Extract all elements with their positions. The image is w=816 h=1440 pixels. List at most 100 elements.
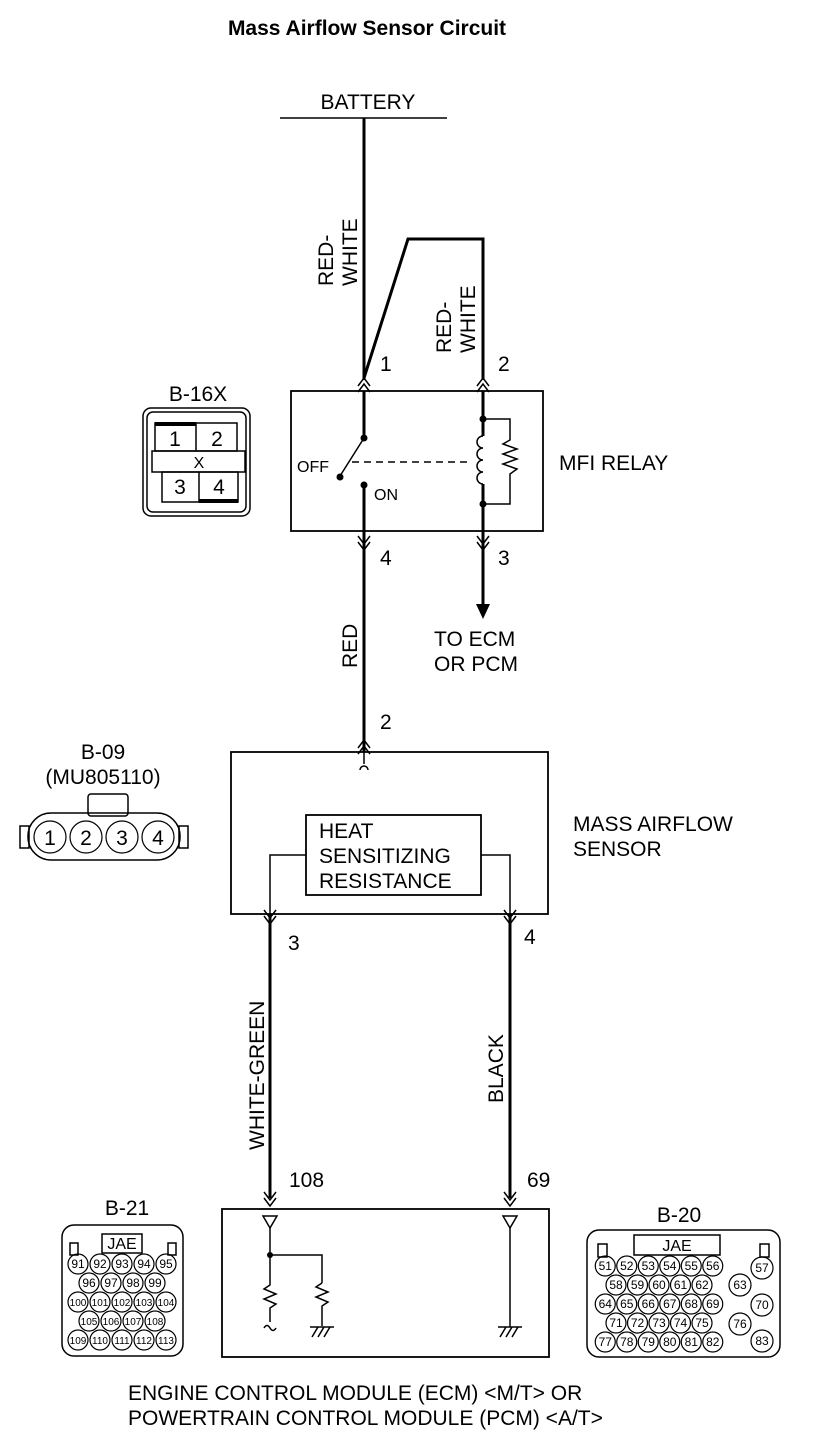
wire-label-black: BLACK	[485, 1034, 508, 1103]
ecm-pin69-label: 69	[527, 1169, 550, 1192]
connector-b20-pin-label: 61	[674, 1278, 688, 1292]
connector-b21-name: B-21	[105, 1197, 149, 1220]
connector-b09-end-left	[19, 825, 30, 849]
wire-label-red-white-feed: RED-WHITE	[315, 218, 362, 286]
connector-b20-pin	[626, 1274, 649, 1296]
relay-pin2-terminal	[476, 376, 490, 393]
mfi-relay-box	[290, 390, 544, 532]
connector-b20-pin	[616, 1331, 638, 1353]
connector-b21-pin-label: 93	[115, 1257, 129, 1271]
connector-b16x-pin: 3	[174, 476, 186, 499]
connector-b20-pin-label: 57	[755, 1261, 769, 1275]
connector-b21-body	[61, 1224, 184, 1357]
connector-b21-pin-label: 99	[148, 1276, 162, 1290]
connector-b21-pin-label: 105	[81, 1317, 98, 1328]
connector-b09-pin-label: 2	[80, 827, 92, 850]
connector-b20-pin-label: 71	[609, 1316, 623, 1330]
connector-b20-pin-label: 58	[609, 1278, 623, 1292]
connector-b21-pin	[67, 1253, 89, 1275]
connector-b21-pin-label: 106	[103, 1317, 120, 1328]
connector-b21-pin	[100, 1272, 122, 1294]
connector-b20-pin	[669, 1312, 692, 1334]
connector-b20-pin	[691, 1312, 713, 1334]
connector-b20-pin	[750, 1256, 774, 1280]
connector-b21-pin	[111, 1329, 133, 1351]
relay-resistor	[483, 418, 520, 505]
connector-b09-latch	[87, 793, 129, 817]
relay-coil	[476, 435, 484, 485]
connector-b21-maker-box	[101, 1233, 143, 1254]
ecm-input-108	[261, 1215, 279, 1230]
connector-b21-pin	[155, 1291, 177, 1313]
connector-b20-pin	[659, 1331, 681, 1353]
sensor-internal-open-end	[359, 752, 369, 771]
connector-b20-pin	[616, 1293, 638, 1315]
connector-b20-pin-label: 51	[599, 1259, 613, 1273]
connector-b21-pin	[89, 1329, 111, 1351]
ecm-resistor-left	[262, 1255, 278, 1322]
connector-b21-pin-label: 107	[125, 1317, 142, 1328]
connector-b21-pin-label: 92	[93, 1257, 107, 1271]
relay-on-label: ON	[374, 487, 398, 504]
ground-icon	[310, 1326, 334, 1338]
to-ecm-label-line2: OR PCM	[434, 653, 518, 676]
connector-b20-pin-label: 52	[620, 1259, 634, 1273]
connector-b20-pin	[680, 1255, 702, 1277]
connector-b21-pin	[89, 1291, 111, 1313]
connector-b21-pin-label: 101	[92, 1298, 109, 1309]
connector-b20-pin-label: 83	[755, 1334, 769, 1348]
to-ecm-label-line1: TO ECM	[434, 628, 515, 651]
sensor-internal-lead-right	[481, 854, 511, 914]
element-label-line2: SENSITIZING	[319, 845, 451, 868]
connector-b21-pin	[67, 1291, 89, 1313]
connector-b20-pin-label: 67	[663, 1297, 677, 1311]
connector-b21-pin	[78, 1272, 100, 1294]
connector-b20-pin-label: 59	[631, 1278, 645, 1292]
wire-red-white-branch	[362, 237, 485, 380]
connector-b20-pin	[626, 1312, 649, 1334]
connector-b21-pin	[155, 1329, 177, 1351]
wire-label-red: RED	[339, 624, 362, 668]
ecm-label-line1: ENGINE CONTROL MODULE (ECM) <M/T> OR	[128, 1382, 582, 1405]
connector-b21-pin-label: 98	[126, 1276, 140, 1290]
sensor-label-line1: MASS AIRFLOW	[573, 813, 733, 836]
connector-b09-part: (MU805110)	[45, 766, 160, 789]
connector-b20-pin	[648, 1312, 670, 1334]
connector-b20-pin-label: 64	[599, 1297, 613, 1311]
connector-b20-pin	[594, 1293, 616, 1315]
diagram-title: Mass Airflow Sensor Circuit	[228, 17, 506, 40]
connector-b20-pin	[750, 1293, 774, 1317]
sensor-internal-lead-left	[269, 854, 306, 914]
connector-b20-pin	[750, 1329, 774, 1353]
connector-b21-maker: JAE	[107, 1236, 136, 1253]
mass-airflow-sensor-box	[230, 751, 549, 915]
battery-label: BATTERY	[321, 91, 416, 114]
connector-b21-pin	[133, 1291, 155, 1313]
ecm-resistor-left-end	[263, 1324, 277, 1332]
wire-label-white-green: WHITE-GREEN	[246, 1001, 269, 1150]
sensor-pin3-label: 3	[288, 932, 300, 955]
element-label-line3: RESISTANCE	[319, 870, 452, 893]
connector-b20-maker: JAE	[662, 1238, 691, 1255]
connector-b21-pin	[133, 1253, 155, 1275]
connector-b16x-name: B-16X	[169, 383, 227, 406]
connector-b20-pin-label: 79	[642, 1335, 656, 1349]
connector-b20-pin	[637, 1331, 659, 1353]
relay-pin2-label: 2	[498, 353, 510, 376]
relay-pin4-label: 4	[380, 547, 392, 570]
connector-b20-pin	[728, 1312, 752, 1336]
connector-b20-pin-label: 78	[620, 1335, 634, 1349]
connector-b20-pin-label: 54	[663, 1259, 677, 1273]
connector-b21-pin-label: 112	[136, 1336, 152, 1347]
connector-b20-pin-label: 73	[652, 1316, 666, 1330]
connector-b20-pin-label: 66	[642, 1297, 656, 1311]
connector-b20-pin-label: 77	[599, 1335, 613, 1349]
connector-b20-pin	[680, 1331, 702, 1353]
connector-b21-pin	[122, 1310, 144, 1332]
connector-b09-pin-label: 4	[152, 827, 164, 850]
connector-b20-pin	[648, 1274, 670, 1296]
connector-b21-pin-label: 94	[137, 1257, 151, 1271]
connector-b20-pin	[605, 1274, 627, 1296]
